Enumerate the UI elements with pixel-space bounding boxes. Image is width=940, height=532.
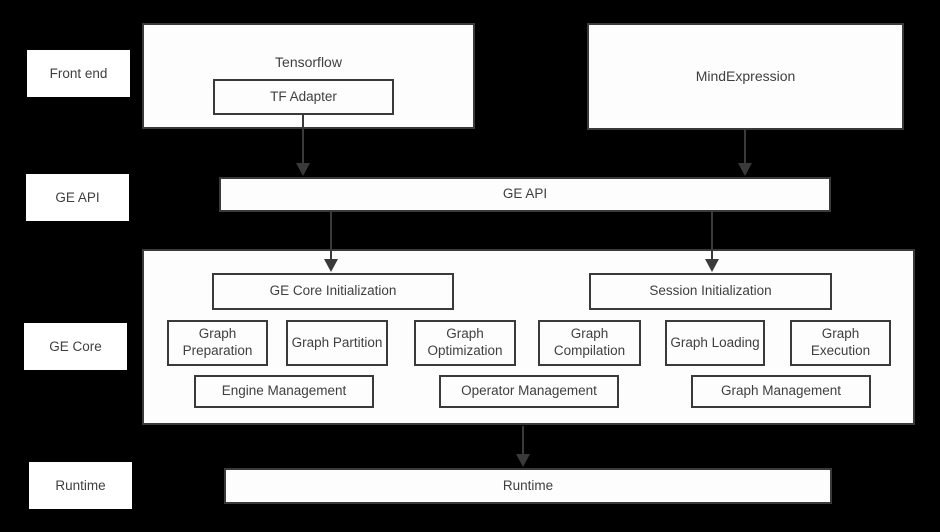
graph-management-label: Graph Management (720, 383, 842, 399)
graph-partition-label: Graph Partition (291, 334, 383, 350)
graph-execution-label: Graph Execution (810, 326, 871, 358)
ge-api-bar-label: GE API (502, 186, 548, 202)
side-label-runtime: Runtime (29, 462, 132, 509)
arrow-down-icon-ge-core-to-runtime (516, 426, 530, 467)
session-initialization-label: Session Initialization (649, 283, 772, 299)
tf-adapter-box: TF Adapter (213, 79, 394, 115)
graph-optimization-box: Graph Optimization (414, 320, 516, 366)
graph-partition-box: Graph Partition (286, 320, 388, 366)
tf-adapter-label: TF Adapter (270, 88, 337, 104)
arrow-down-icon-mind-expression-to-ge-api (738, 130, 752, 176)
mind-expression-label: MindExpression (695, 67, 796, 84)
graph-management-box: Graph Management (691, 375, 871, 408)
graph-execution-box: Graph Execution (790, 320, 891, 366)
graph-preparation-label: Graph Preparation (182, 326, 253, 358)
operator-management-label: Operator Management (461, 383, 597, 399)
ge-core-initialization-box: GE Core Initialization (212, 273, 454, 310)
engine-management-box: Engine Management (194, 375, 374, 408)
runtime-bar-label: Runtime (502, 477, 554, 493)
arrow-down-icon-tf-adapter-to-ge-api (296, 115, 310, 176)
ge-api-bar: GE API (219, 177, 831, 212)
runtime-bar: Runtime (224, 468, 832, 504)
graph-loading-label: Graph Loading (670, 334, 760, 350)
arrow-down-icon-ge-api-to-session-initialization (705, 212, 719, 272)
side-label-front-end: Front end (27, 50, 130, 97)
mind-expression-box: MindExpression (587, 23, 904, 130)
arrow-down-icon-ge-api-to-ge-core-initialization (324, 212, 338, 272)
graph-compilation-label: Graph Compilation (553, 326, 626, 358)
graph-compilation-box: Graph Compilation (538, 320, 641, 366)
side-label-ge-core: GE Core (24, 323, 127, 370)
engine-management-label: Engine Management (221, 383, 347, 399)
graph-optimization-label: Graph Optimization (427, 326, 503, 358)
tensorflow-label: Tensorflow (275, 54, 342, 70)
graph-preparation-box: Graph Preparation (167, 320, 268, 366)
ge-core-initialization-label: GE Core Initialization (269, 283, 397, 299)
operator-management-box: Operator Management (439, 375, 619, 408)
session-initialization-box: Session Initialization (589, 273, 832, 310)
graph-loading-box: Graph Loading (665, 320, 765, 366)
side-label-ge-api: GE API (26, 174, 129, 221)
